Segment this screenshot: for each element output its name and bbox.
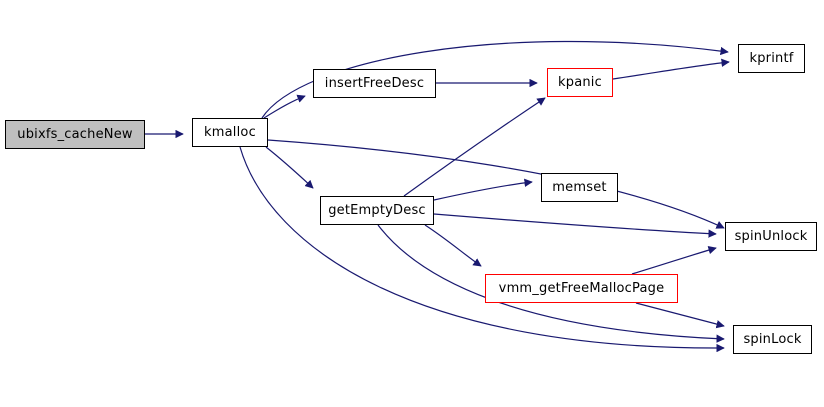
graph-node-spinUnlock[interactable]: spinUnlock [725, 222, 817, 251]
graph-node-insertFreeDesc[interactable]: insertFreeDesc [313, 69, 436, 98]
call-edge-kmalloc-to-spinLock [239, 146, 725, 353]
graph-node-label: spinLock [743, 332, 802, 347]
graph-node-ubixfs_cacheNew[interactable]: ubixfs_cacheNew [5, 120, 145, 149]
graph-node-label: insertFreeDesc [324, 76, 425, 91]
graph-node-memset[interactable]: memset [541, 173, 618, 202]
call-edge-kmalloc-to-kprintf [261, 40, 729, 119]
graph-node-label: memset [552, 180, 607, 195]
graph-node-label: getEmptyDesc [328, 203, 426, 218]
call-edge-getEmptyDesc-to-vmm_getFreeMallocPage [424, 224, 482, 267]
graph-node-label: kmalloc [204, 125, 256, 140]
graph-node-label: kprintf [749, 51, 794, 66]
graph-node-kmalloc[interactable]: kmalloc [192, 118, 268, 147]
graph-node-spinLock[interactable]: spinLock [733, 325, 812, 354]
graph-node-getEmptyDesc[interactable]: getEmptyDesc [320, 196, 434, 225]
graph-node-kprintf[interactable]: kprintf [738, 44, 805, 73]
graph-node-kpanic[interactable]: kpanic [547, 68, 613, 97]
call-edge-vmm_getFreeMallocPage-to-spinLock [635, 302, 725, 329]
call-edge-vmm_getFreeMallocPage-to-spinUnlock [631, 246, 717, 275]
call-edge-kmalloc-to-getEmptyDesc [265, 146, 314, 189]
graph-node-label: ubixfs_cacheNew [17, 127, 133, 142]
graph-node-label: vmm_getFreeMallocPage [498, 281, 665, 296]
call-edge-kmalloc-to-insertFreeDesc [263, 94, 306, 119]
call-edge-kmalloc-to-spinUnlock [267, 139, 725, 229]
graph-node-vmm_getFreeMallocPage[interactable]: vmm_getFreeMallocPage [485, 274, 678, 303]
call-edge-getEmptyDesc-to-kpanic [403, 97, 546, 197]
call-edge-kpanic-to-kprintf [612, 58, 730, 80]
graph-node-label: kpanic [558, 75, 602, 90]
call-edge-getEmptyDesc-to-memset [433, 178, 533, 201]
call-edge-getEmptyDesc-to-spinUnlock [433, 213, 717, 238]
graph-node-label: spinUnlock [734, 229, 808, 244]
